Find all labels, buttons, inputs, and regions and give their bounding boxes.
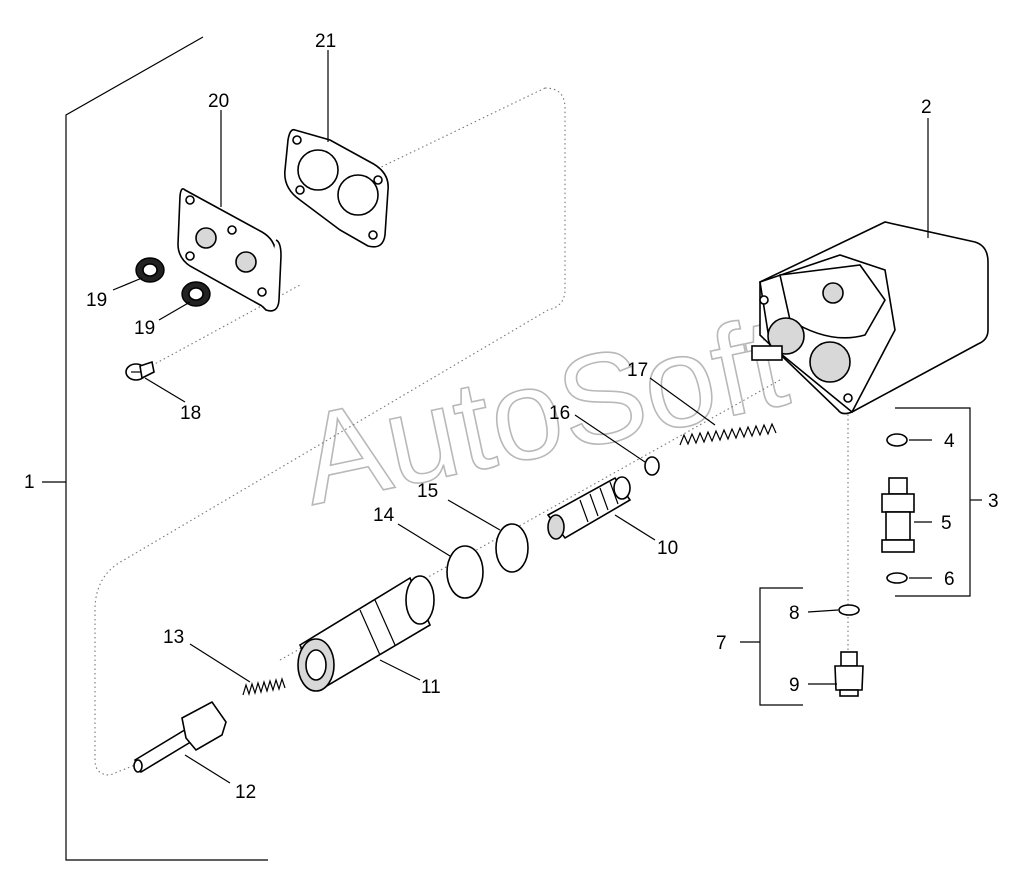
o-ring-upper-part: [886, 433, 908, 447]
callout-21: 21: [315, 31, 336, 52]
callout-18: 18: [180, 403, 201, 424]
callout-6: 6: [944, 569, 955, 590]
callout-10: 10: [657, 538, 678, 559]
sensor-part: [834, 651, 864, 697]
watermark: AutoSoft: [288, 290, 798, 532]
seal-part-a: [135, 257, 165, 283]
o-ring-part: [495, 523, 529, 573]
callout-19-upper: 19: [86, 290, 107, 311]
callout-7: 7: [716, 633, 727, 654]
callout-12: 12: [235, 782, 256, 803]
callout-labels: 1 2 3 4 5 6 7 8 9 10 11 12 13 14 15 16 1…: [24, 31, 999, 803]
callout-2: 2: [921, 97, 932, 118]
dotted-envelope-top: [374, 87, 546, 171]
housing-part: [751, 221, 989, 415]
seal-part-b: [181, 281, 211, 307]
o-ring-lower-part: [886, 572, 908, 584]
leader-lines: [112, 50, 932, 784]
callout-14: 14: [373, 505, 395, 526]
callout-3: 3: [988, 491, 999, 512]
subassembly-bracket-3: [895, 407, 971, 597]
fitting-part: [881, 477, 915, 553]
callout-17: 17: [627, 360, 648, 381]
ring-part: [446, 545, 484, 599]
subassembly-bracket-7: [759, 587, 803, 706]
gasket-part: [283, 128, 389, 248]
callout-1: 1: [24, 472, 35, 493]
callout-13: 13: [163, 627, 184, 648]
valve-sleeve-part: [297, 575, 435, 692]
o-ring-small-part: [644, 456, 660, 476]
small-spring-part: [242, 677, 286, 696]
callout-16: 16: [549, 403, 570, 424]
callout-5: 5: [941, 513, 952, 534]
screw-part: [125, 360, 155, 381]
o-ring-sensor-part: [838, 604, 860, 616]
cover-plate-part: [177, 188, 282, 312]
assembly-bracket: [42, 36, 268, 861]
callout-11: 11: [421, 677, 441, 698]
callout-15: 15: [417, 481, 438, 502]
spring-part: [679, 422, 777, 446]
valve-spool-part: [546, 476, 632, 540]
callout-9: 9: [789, 675, 800, 696]
callout-8: 8: [789, 603, 800, 624]
callout-19-lower: 19: [134, 318, 155, 339]
dotted-envelope: [94, 87, 566, 776]
callout-4: 4: [944, 431, 955, 452]
callout-20: 20: [208, 91, 229, 112]
axis-line-upper: [139, 284, 301, 373]
plunger-part: [133, 700, 227, 774]
